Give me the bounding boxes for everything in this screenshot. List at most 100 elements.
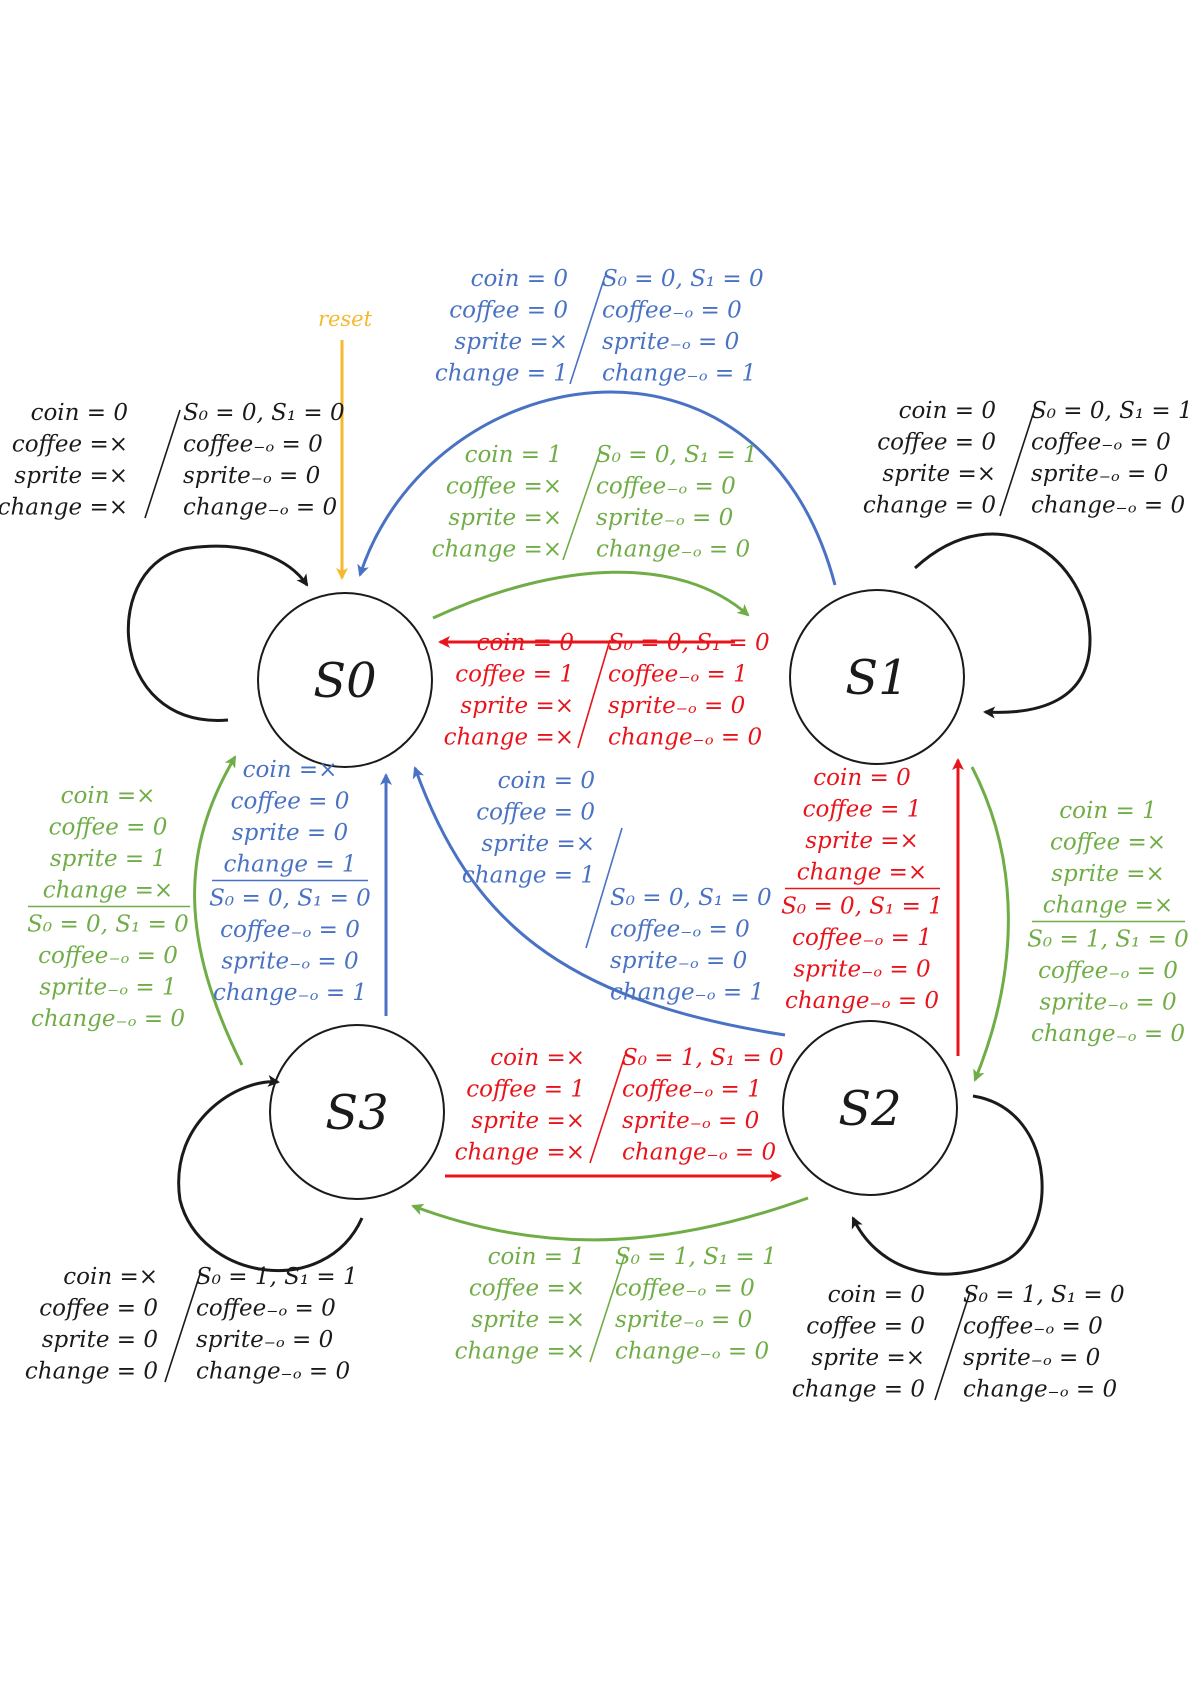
transition-input: sprite =× [811,1345,925,1371]
transition-input: coffee = 1 [803,797,922,823]
transition-output: coffee₋ₒ = 0 [615,1276,755,1302]
transition-output: coffee₋ₒ = 0 [610,917,750,943]
transition-output: S₀ = 1, S₁ = 0 [1027,927,1189,953]
transition-output: coffee₋ₒ = 0 [220,917,360,943]
edge-s2-self [851,1094,1044,1276]
transition-input: coin = 0 [471,266,568,292]
transition-output: change₋ₒ = 0 [615,1339,769,1365]
edge-s1-to-s2-green [970,766,1010,1082]
transition-input: coffee = 0 [476,800,595,826]
transition-output: S₀ = 0, S₁ = 1 [596,442,758,468]
transition-input: sprite =× [14,463,128,489]
transition-input: change =× [0,495,128,521]
transition-output: change₋ₒ = 0 [1031,1021,1185,1047]
transition-input: change =× [432,537,562,563]
transition-input: change =× [797,860,927,886]
transition-output: coffee₋ₒ = 1 [608,662,748,688]
transition-input: coffee = 0 [39,1296,158,1322]
transition-input: coin =× [61,783,156,809]
transition-separator [562,451,601,561]
transition-input: coffee =× [469,1276,585,1302]
transition-output: sprite₋ₒ = 0 [596,505,733,531]
transition-input: change = 1 [462,863,595,889]
transition-output: change₋ₒ = 1 [610,980,764,1006]
transition-output: sprite₋ₒ = 0 [1031,461,1168,487]
transition-output: S₀ = 0, S₁ = 0 [602,266,764,292]
transition-input: coin = 0 [498,768,595,794]
transition-input: change = 0 [792,1377,925,1403]
transition-separator [934,1291,971,1401]
transition-input: coffee =× [1050,830,1166,856]
transition-output: change₋ₒ = 1 [602,361,756,387]
transition-separator [164,1273,201,1383]
transition-output: coffee₋ₒ = 1 [792,925,932,951]
transition-input: change = 1 [435,361,568,387]
transition-output: S₀ = 1, S₁ = 1 [196,1264,358,1290]
transition-output: coffee₋ₒ = 0 [38,943,178,969]
edge-s3-to-s0-green [193,755,244,1066]
transition-separator [589,1054,626,1164]
transition-output: change₋ₒ = 0 [963,1377,1117,1403]
edge-s2-to-s0-blue [412,766,786,1037]
transition-input: change =× [444,725,574,751]
state-s2: S2 [782,1020,958,1196]
edge-s1-to-s0-blue [357,390,837,586]
transition-output: change₋ₒ = 0 [622,1140,776,1166]
state-s3-label: S3 [325,1085,388,1141]
transition-output: sprite₋ₒ = 0 [793,957,930,983]
transition-input: change =× [43,878,173,904]
transition-output: coffee₋ₒ = 0 [183,432,323,458]
transition-output: coffee₋ₒ = 0 [596,474,736,500]
transition-output: coffee₋ₒ = 0 [1038,958,1178,984]
transition-input: coin =× [63,1264,158,1290]
transition-input: coffee = 1 [466,1077,585,1103]
transition-input: coffee = 0 [231,789,350,815]
transition-output: change₋ₒ = 0 [596,537,750,563]
transition-separator [144,409,181,519]
transition-output: S₀ = 0, S₁ = 0 [608,630,770,656]
transition-output: sprite₋ₒ = 0 [1039,990,1176,1016]
transition-output: sprite₋ₒ = 0 [183,463,320,489]
transition-output: S₀ = 0, S₁ = 1 [1031,398,1193,424]
transition-input: coin = 1 [1059,798,1156,824]
transition-separator [577,639,611,749]
state-s0-label: S0 [313,653,376,709]
transition-input: coin = 0 [477,630,574,656]
transition-input: sprite =× [882,461,996,487]
state-s1: S1 [789,589,965,765]
transition-output: S₀ = 1, S₁ = 1 [615,1244,777,1270]
state-s3: S3 [269,1024,445,1200]
transition-input: sprite = 1 [50,846,166,872]
edge-s1-self [913,532,1092,719]
transition-labels: coin = 0 coffee =× sprite =× change =× S₀ = … [0,266,1193,1403]
transition-input: sprite =× [471,1108,585,1134]
transition-output: S₀ = 1, S₁ = 0 [622,1045,784,1071]
transition-input: coin = 0 [828,1282,925,1308]
transition-input: sprite =× [471,1307,585,1333]
transition-input: sprite =× [448,505,562,531]
transition-output: coffee₋ₒ = 0 [1031,430,1171,456]
transition-input: coffee = 0 [877,430,996,456]
transition-input: coin = 1 [488,1244,585,1270]
reset-label: reset [318,307,373,331]
state-s2-label: S2 [838,1081,901,1137]
transition-input: change =× [455,1140,585,1166]
transition-separator [569,275,606,385]
transition-input: change = 1 [223,852,356,878]
transition-input: coin =× [490,1045,585,1071]
transition-input: coffee = 1 [455,662,574,688]
transition-output: change₋ₒ = 0 [183,495,337,521]
transition-separator [589,1253,626,1363]
transition-input: coffee = 0 [49,815,168,841]
transition-input: sprite =× [481,831,595,857]
transition-input: coin = 0 [813,765,910,791]
state-s0: S0 [257,592,433,768]
transition-output: sprite₋ₒ = 0 [196,1327,333,1353]
transition-input: change =× [1043,893,1173,919]
transition-input: sprite =× [1051,861,1165,887]
transition-output: change₋ₒ = 0 [608,725,762,751]
transition-input: change = 0 [863,493,996,519]
transition-input: coin =× [243,757,338,783]
transition-output: coffee₋ₒ = 0 [196,1296,336,1322]
transition-input: change = 0 [25,1359,158,1385]
